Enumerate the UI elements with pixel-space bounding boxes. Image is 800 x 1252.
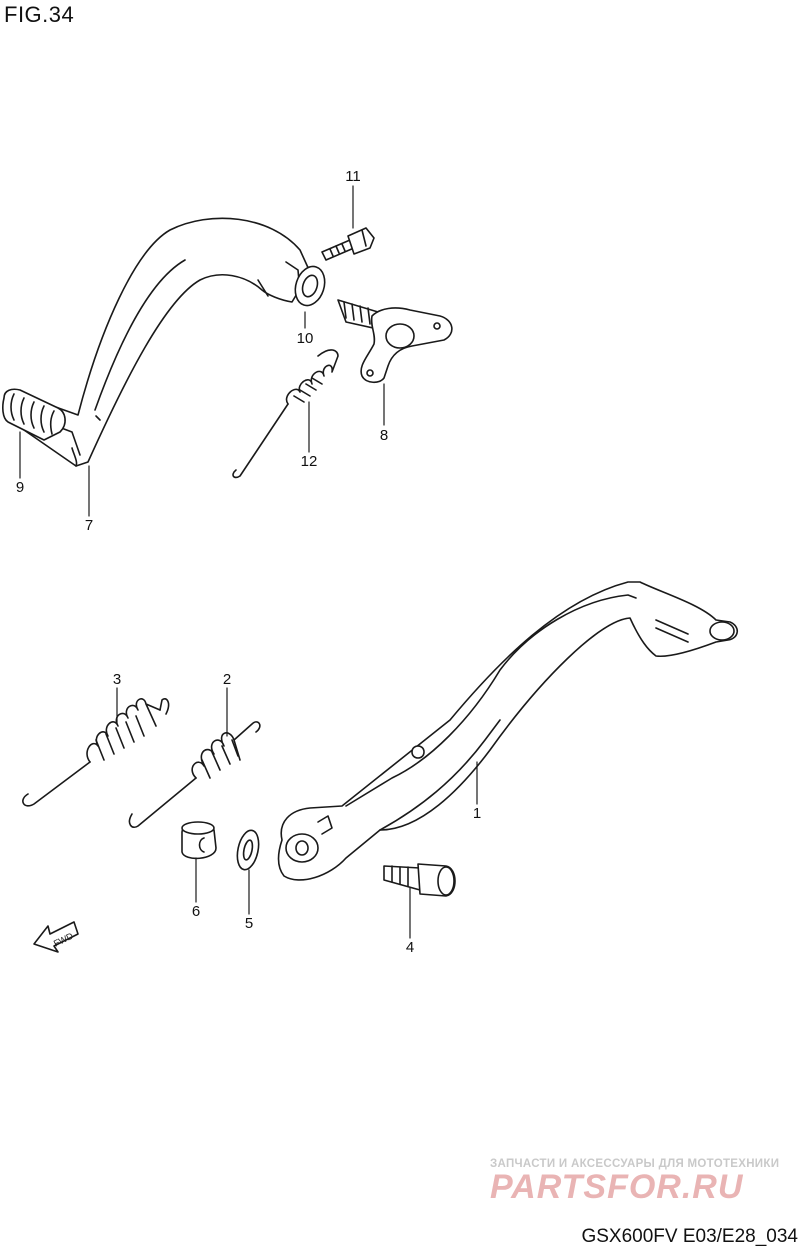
brake-pedal bbox=[277, 581, 739, 881]
washer-5 bbox=[236, 829, 260, 871]
fwd-arrow-icon: FWD bbox=[33, 921, 79, 953]
watermark-brand: PARTSFOR.RU bbox=[490, 1168, 744, 1206]
spring-3 bbox=[22, 698, 170, 807]
watermark-tagline: ЗАПЧАСТИ И АКСЕССУАРЫ ДЛЯ МОТОТЕХНИКИ bbox=[490, 1158, 780, 1170]
pivot-bolt-4 bbox=[383, 863, 456, 897]
callout-1: 1 bbox=[473, 805, 481, 822]
leader-lines bbox=[19, 185, 478, 939]
bolt-11 bbox=[321, 227, 375, 261]
shift-peg-rubber bbox=[2, 388, 66, 441]
callout-2: 2 bbox=[223, 671, 231, 688]
callout-12: 12 bbox=[301, 453, 318, 470]
callout-6: 6 bbox=[192, 903, 200, 920]
callout-7: 7 bbox=[85, 517, 93, 534]
figure-title: FIG.34 bbox=[4, 2, 75, 27]
washer-10 bbox=[294, 265, 326, 307]
spring-12 bbox=[232, 349, 339, 479]
callout-8: 8 bbox=[380, 427, 388, 444]
diagram-code: GSX600FV E03/E28_034 bbox=[581, 1226, 798, 1247]
callout-11: 11 bbox=[345, 168, 361, 185]
callout-10: 10 bbox=[297, 330, 314, 347]
spring-2 bbox=[128, 721, 261, 829]
callout-numbers: 11 10 8 12 9 7 3 2 1 6 5 4 bbox=[16, 168, 481, 956]
callout-3: 3 bbox=[113, 671, 121, 688]
collar-6 bbox=[181, 821, 217, 860]
shift-arm-8 bbox=[337, 299, 453, 384]
callout-9: 9 bbox=[16, 479, 24, 496]
callout-4: 4 bbox=[406, 939, 414, 956]
callout-5: 5 bbox=[245, 915, 253, 932]
